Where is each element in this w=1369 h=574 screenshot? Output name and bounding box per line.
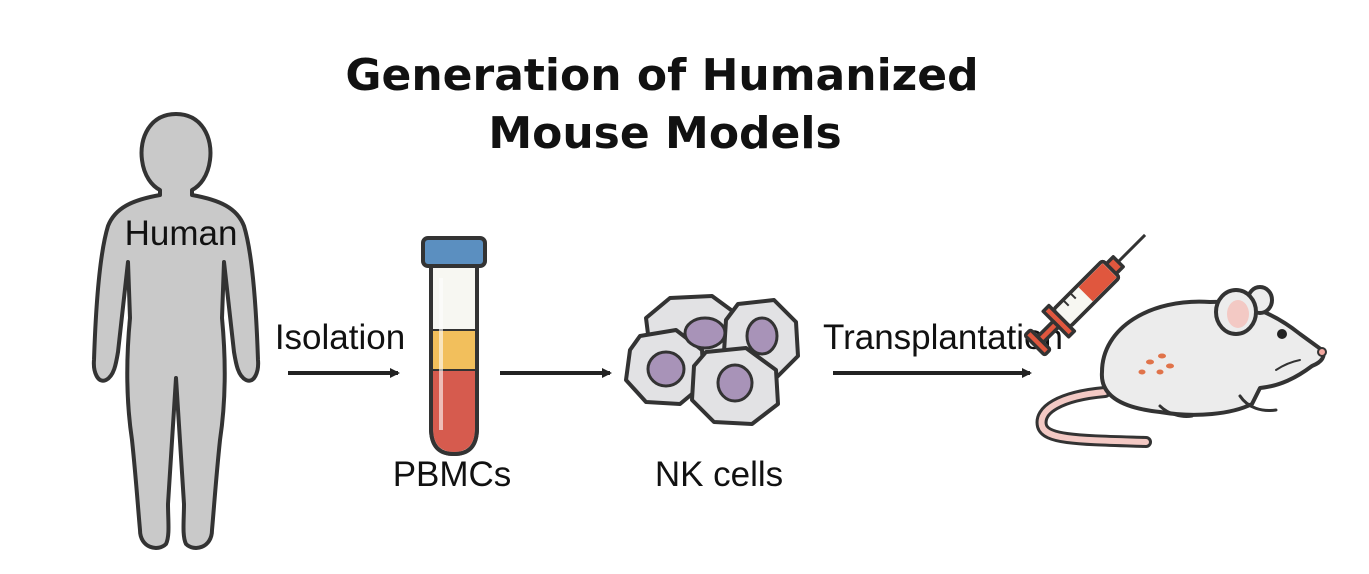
nk-cells-icon <box>624 294 800 426</box>
title-line-1: Generation of Humanized <box>345 50 978 101</box>
pbmcs-label: PBMCs <box>393 455 512 494</box>
title-line-2: Mouse Models <box>488 108 841 159</box>
transplantation-label: Transplantation <box>823 318 1063 357</box>
human-label: Human <box>125 214 238 253</box>
human-silhouette-icon <box>91 112 261 550</box>
nk-cells-label: NK cells <box>655 455 783 494</box>
syringe-icon <box>1023 233 1147 357</box>
mouse-icon <box>1035 285 1327 448</box>
blood-tube-icon <box>421 236 487 457</box>
isolation-label: Isolation <box>275 318 405 357</box>
